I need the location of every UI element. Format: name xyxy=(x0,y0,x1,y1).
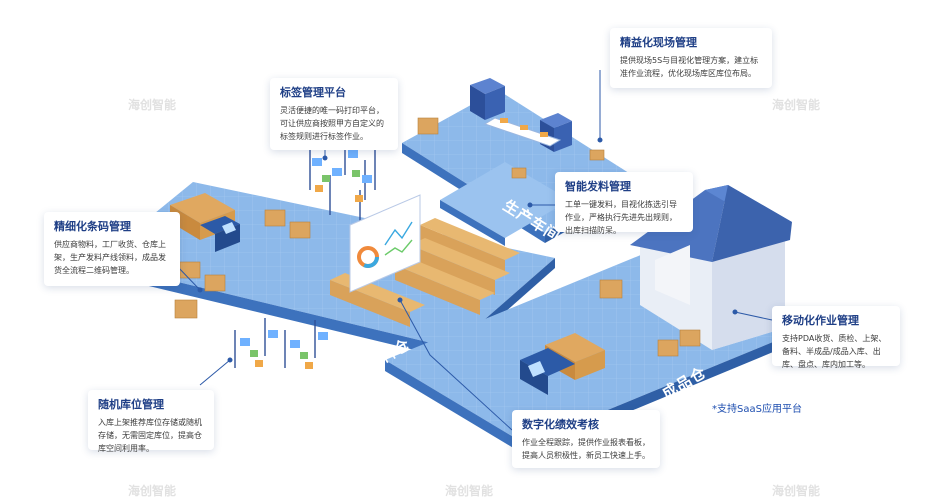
truck-finished xyxy=(520,333,605,395)
dashboard-screen xyxy=(349,194,421,293)
saas-note: *支持SaaS应用平台 xyxy=(712,404,802,415)
pallet-stacks xyxy=(174,117,701,357)
callout-desc: 工单一键发料，目视化拣选引导作业，严格执行先进先出规则，出库扫描防呆。 xyxy=(565,200,677,235)
leader-lines xyxy=(175,70,773,431)
callout-mobile-ops: 移动化作业管理 支持PDA收货、质检、上架、备料、半成品/成品入库、出库、盘点、… xyxy=(772,306,900,369)
callout-desc: 支持PDA收货、质检、上架、备料、半成品/成品入库、出库、盘点、库内加工等。 xyxy=(782,334,887,369)
watermark: 海创智能 xyxy=(772,484,821,498)
callout-desc: 供应商物料，工厂收货、仓库上架，生产发料产线领料，成品发货全流程二维码管理。 xyxy=(54,240,166,275)
callout-title: 智能发料管理 xyxy=(565,180,631,193)
callout-smart-issue: 智能发料管理 工单一键发料，目视化拣选引导作业，严格执行先进先出规则，出库扫描防… xyxy=(555,172,693,235)
callout-title: 精益化现场管理 xyxy=(620,36,697,49)
callout-desc: 灵活便捷的唯一码打印平台，可让供应商按照甲方自定义的标签规则进行标签作业。 xyxy=(280,106,384,141)
watermark: 海创智能 xyxy=(128,484,177,498)
long-shelves xyxy=(330,218,520,327)
conveyor xyxy=(483,117,562,147)
callout-random-location: 随机库位管理 入库上架推荐库位存储或随机存储，无需固定库位，提高仓库空间利用率。 xyxy=(88,390,214,453)
callout-barcode: 精细化条码管理 供应商物料，工厂收货、仓库上架，生产发料产线领料，成品发货全流程… xyxy=(44,212,180,286)
callout-title: 移动化作业管理 xyxy=(782,314,859,327)
callout-lean-site: 精益化现场管理 提供现场5S与目视化管理方案，建立标准作业流程，优化现场库区库位… xyxy=(610,28,772,88)
corridor-floor xyxy=(440,162,570,246)
callout-title: 随机库位管理 xyxy=(98,398,164,411)
callout-title: 数字化绩效考核 xyxy=(522,418,599,431)
callout-desc: 提供现场5S与目视化管理方案，建立标准作业流程，优化现场库区库位布局。 xyxy=(620,56,759,78)
watermark: 海创智能 xyxy=(445,484,494,498)
watermark: 海创智能 xyxy=(772,98,821,112)
racks-raw xyxy=(234,135,376,369)
callout-title: 标签管理平台 xyxy=(280,86,346,99)
callout-label-platform: 标签管理平台 灵活便捷的唯一码打印平台，可让供应商按照甲方自定义的标签规则进行标… xyxy=(270,78,398,150)
callout-title: 精细化条码管理 xyxy=(54,220,131,233)
callout-desc: 作业全程跟踪，提供作业报表看板，提高人员积极性，新员工快速上手。 xyxy=(522,438,650,460)
callout-kpi: 数字化绩效考核 作业全程跟踪，提供作业报表看板，提高人员积极性，新员工快速上手。 xyxy=(512,410,660,468)
watermark: 海创智能 xyxy=(128,98,177,112)
callout-desc: 入库上架推荐库位存储或随机存储，无需固定库位，提高仓库空间利用率。 xyxy=(98,418,202,453)
